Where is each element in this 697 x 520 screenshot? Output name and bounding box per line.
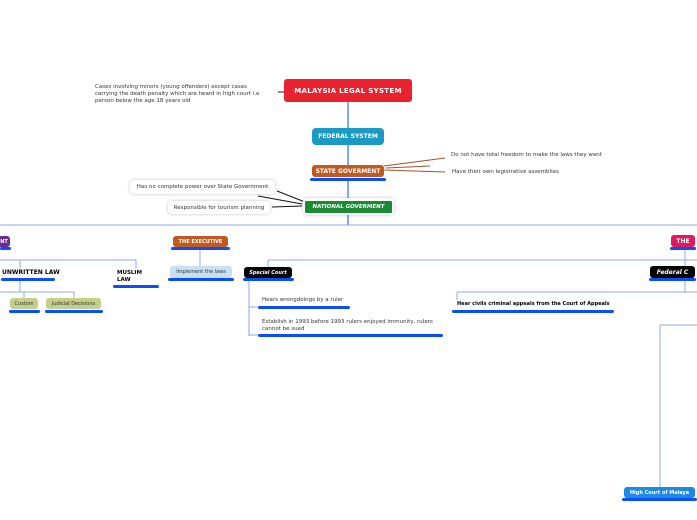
state-government-label: STATE GOVERMENT bbox=[315, 167, 381, 175]
underline bbox=[9, 310, 40, 313]
state-government-node[interactable]: STATE GOVERMENT bbox=[312, 165, 384, 177]
national-government-node: NATIONAL GOVERMENT bbox=[305, 200, 392, 213]
national-government-label: NATIONAL GOVERMENT bbox=[312, 203, 385, 210]
federal-court-node[interactable]: Federal C bbox=[650, 266, 695, 278]
implement-laws-node[interactable]: Implement the laws bbox=[170, 266, 232, 278]
underline bbox=[452, 310, 614, 313]
federal-court-label: Federal C bbox=[656, 268, 689, 276]
federal-system-label: FEDERAL SYSTEM bbox=[318, 133, 378, 140]
underline bbox=[45, 310, 103, 313]
special-court-label: Special Court bbox=[249, 269, 287, 276]
state-note-2: Have their own legistrative assemblies bbox=[452, 169, 559, 175]
underline bbox=[243, 278, 294, 281]
executive-node[interactable]: THE EXECUTIVE bbox=[173, 236, 228, 247]
right-branch-node[interactable]: THE bbox=[671, 235, 695, 247]
judicial-decisions-node[interactable]: Judicial Decisions bbox=[46, 298, 101, 309]
right-branch-label: THE bbox=[676, 237, 690, 245]
executive-label: THE EXECUTIVE bbox=[178, 238, 223, 245]
special-court-note-2: Establish in 1993 before 1993 rulers enj… bbox=[262, 319, 433, 332]
underline bbox=[670, 247, 696, 250]
underline bbox=[113, 285, 159, 288]
high-court-node[interactable]: High Court of Malaya bbox=[624, 487, 695, 498]
judicial-decisions-label: Judicial Decisions bbox=[51, 300, 96, 307]
national-note-1[interactable]: Has no complete power over State Governm… bbox=[130, 180, 275, 194]
underline bbox=[258, 306, 350, 309]
underline bbox=[168, 278, 234, 281]
underline bbox=[622, 498, 697, 501]
underline bbox=[310, 178, 386, 181]
special-court-note-1: Hears wrongdoings by a ruler bbox=[262, 297, 344, 303]
note-minors: Cases involving minors (young offenders)… bbox=[95, 84, 260, 104]
custom-label: Custom bbox=[14, 300, 34, 307]
custom-node[interactable]: Custom bbox=[10, 298, 38, 309]
muslim-law[interactable]: MUSLIM LAW bbox=[117, 270, 142, 283]
federal-system-node[interactable]: FEDERAL SYSTEM bbox=[312, 128, 384, 145]
high-court-label: High Court of Malaya bbox=[629, 489, 690, 496]
left-branch-label: NT bbox=[0, 238, 8, 245]
special-court-node[interactable]: Special Court bbox=[244, 267, 292, 278]
root-label: MALAYSIA LEGAL SYSTEM bbox=[294, 86, 402, 95]
underline bbox=[171, 247, 230, 250]
underline bbox=[0, 247, 11, 250]
state-note-1: Do not have total freedom to make the la… bbox=[451, 152, 602, 158]
left-branch-node[interactable]: NT bbox=[0, 236, 10, 247]
underline bbox=[258, 334, 443, 337]
federal-court-note: Hear civils criminal appeals from the Co… bbox=[457, 301, 610, 307]
national-government-card[interactable]: NATIONAL GOVERMENT bbox=[303, 198, 394, 215]
underline bbox=[649, 278, 696, 281]
underline bbox=[1, 278, 55, 281]
national-note-2[interactable]: Responsible for tourism planning bbox=[168, 201, 270, 214]
root-node[interactable]: MALAYSIA LEGAL SYSTEM bbox=[284, 79, 412, 102]
implement-laws-label: Implement the laws bbox=[176, 269, 226, 275]
unwritten-law[interactable]: UNWRITTEN LAW bbox=[2, 269, 60, 276]
